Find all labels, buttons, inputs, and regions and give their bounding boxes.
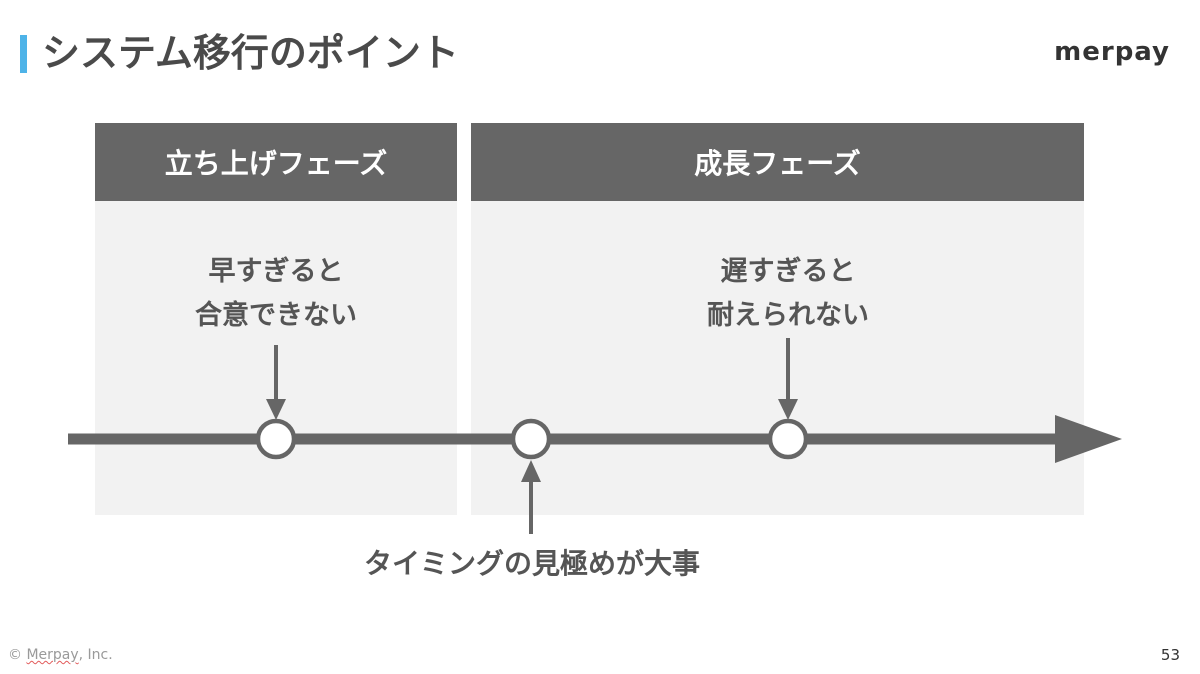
note-too-late: 遅すぎると 耐えられない [660, 250, 916, 338]
note-too-early-line1: 早すぎると [208, 256, 344, 287]
phase-launch-panel: 立ち上げフェーズ [95, 123, 457, 515]
phase-growth-header: 成長フェーズ [471, 123, 1084, 201]
marker-too-early [255, 418, 297, 460]
phase-launch-header: 立ち上げフェーズ [95, 123, 457, 201]
note-too-early: 早すぎると 合意できない [150, 250, 402, 338]
note-too-late-line2: 耐えられない [707, 300, 869, 331]
marker-too-late [767, 418, 809, 460]
title-accent-bar [20, 35, 27, 73]
early-pointer-arrowhead [266, 399, 286, 420]
timing-caption: タイミングの見極めが大事 [363, 547, 700, 580]
copyright-prefix: © [8, 647, 27, 663]
note-too-early-line2: 合意できない [195, 300, 357, 331]
page-number: 53 [1160, 646, 1180, 664]
copyright-suffix: , Inc. [78, 647, 113, 663]
late-pointer-arrowhead [778, 399, 798, 420]
note-too-late-line1: 遅すぎると [720, 256, 856, 287]
copyright: © Merpay, Inc. [8, 645, 113, 665]
phase-growth-panel: 成長フェーズ [471, 123, 1084, 515]
copyright-brand: Merpay [26, 647, 79, 663]
marker-right-timing [510, 418, 552, 460]
merpay-logo: merpay [1054, 37, 1170, 67]
timeline-arrowhead [1055, 415, 1122, 463]
timing-pointer-arrowhead [521, 460, 541, 482]
slide-title: システム移行のポイント [42, 31, 459, 75]
